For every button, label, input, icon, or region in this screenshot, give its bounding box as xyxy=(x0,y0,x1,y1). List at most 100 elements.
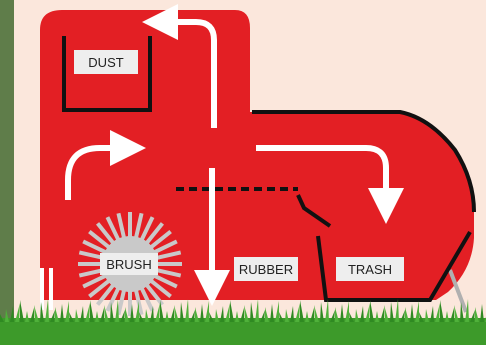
brush-bristle xyxy=(88,278,111,298)
brush-bristle xyxy=(88,230,111,250)
grass-blade xyxy=(40,302,44,322)
grass-blade xyxy=(69,312,74,322)
grass-blade xyxy=(110,302,114,322)
grass-blade xyxy=(465,299,469,322)
grass-blade xyxy=(5,309,9,322)
grass-blade xyxy=(300,300,304,322)
grass-blade xyxy=(279,312,284,322)
grass-blade xyxy=(285,309,289,322)
rubber-label-box xyxy=(234,257,298,281)
brush-bristle xyxy=(116,288,127,316)
grass-blade xyxy=(275,301,279,322)
grass-blade xyxy=(225,303,230,322)
grass-blade xyxy=(470,310,475,322)
grass-blade xyxy=(34,305,39,322)
grass-blade xyxy=(415,301,419,322)
grass-blade xyxy=(0,314,4,322)
grass-blade xyxy=(355,309,359,322)
grass-blade xyxy=(95,311,99,322)
grass-blade xyxy=(310,308,314,322)
grass-blade xyxy=(80,306,84,322)
grass-blade xyxy=(475,307,479,322)
rubber-flap-slant xyxy=(296,194,332,228)
grass-blade xyxy=(425,309,429,322)
brush-bristle xyxy=(105,286,121,312)
grass-blade xyxy=(250,302,254,322)
grass-blade xyxy=(215,309,219,322)
brush-bristle xyxy=(144,222,164,245)
brush-bristle xyxy=(154,267,182,278)
brush-label-box xyxy=(100,253,158,275)
foliage-strip xyxy=(0,0,14,320)
rubber-label: RUBBER xyxy=(239,262,293,277)
grass-blade xyxy=(50,310,55,322)
grass-blade xyxy=(325,299,329,322)
grass-blade xyxy=(139,312,144,322)
dust-label: DUST xyxy=(88,55,123,70)
grass-blade xyxy=(270,304,274,322)
housing-outline xyxy=(252,110,476,213)
grass-blade xyxy=(365,303,370,322)
grass-blade xyxy=(75,309,79,322)
brush-bristle xyxy=(96,283,116,306)
grass-blade xyxy=(130,304,134,322)
grass-blade xyxy=(260,310,265,322)
grass-blade xyxy=(160,300,164,322)
dust-bin xyxy=(62,36,152,112)
trash-bin xyxy=(316,230,472,302)
grass-blade xyxy=(180,302,184,322)
grass-blade xyxy=(440,300,444,322)
grass-blade xyxy=(395,299,399,322)
grass-blade xyxy=(454,305,459,322)
grass-blade xyxy=(145,309,149,322)
grass-blade xyxy=(205,301,209,322)
brush-bristle xyxy=(133,288,144,316)
grass-blade xyxy=(85,303,90,322)
grass-blade xyxy=(419,312,424,322)
grass-blade xyxy=(15,303,20,322)
brush-bristle xyxy=(152,239,178,255)
grass-blade xyxy=(150,306,154,322)
brush-bristle xyxy=(116,212,127,240)
grass-blade xyxy=(240,308,244,322)
grass-blade xyxy=(10,306,14,322)
grass-blade xyxy=(174,305,179,322)
grass-blade xyxy=(244,305,249,322)
grass-blade xyxy=(55,307,59,322)
grass-blade xyxy=(200,304,204,322)
left-leg-2 xyxy=(49,268,53,310)
grass-blade xyxy=(340,304,344,322)
grass-blade xyxy=(370,300,374,322)
grass-blade xyxy=(185,299,189,322)
grass-blade xyxy=(135,301,139,322)
airflow-arrow-right-down xyxy=(256,145,404,224)
grass-blade xyxy=(125,307,129,322)
grass-blade xyxy=(345,301,349,322)
grass-blade xyxy=(165,311,169,322)
left-leg-1 xyxy=(40,268,44,310)
brush-bristle xyxy=(154,250,182,261)
grass-blade xyxy=(295,303,300,322)
grass-blade xyxy=(120,310,125,322)
grass-base xyxy=(0,318,486,345)
brush-bristle xyxy=(139,216,155,242)
grass-blade xyxy=(460,302,464,322)
grass-blade xyxy=(445,311,449,322)
grass-strip xyxy=(0,299,486,345)
brush-bristle xyxy=(133,212,144,240)
grass-blade xyxy=(335,307,339,322)
trash-label: TRASH xyxy=(348,262,392,277)
brush-bristle xyxy=(149,278,172,298)
grass-blade xyxy=(60,304,64,322)
grass-blade xyxy=(400,310,405,322)
brush-bristle xyxy=(144,283,164,306)
grass-blade xyxy=(115,299,119,322)
brush-bristle xyxy=(82,273,108,289)
grass-blade xyxy=(209,312,214,322)
brush-bristle xyxy=(139,286,155,312)
grass-blade xyxy=(390,302,394,322)
grass-blade xyxy=(405,307,409,322)
grass-blade xyxy=(195,307,199,322)
airflow-arrow-left-curve xyxy=(65,130,146,200)
grass-blade xyxy=(230,300,234,322)
